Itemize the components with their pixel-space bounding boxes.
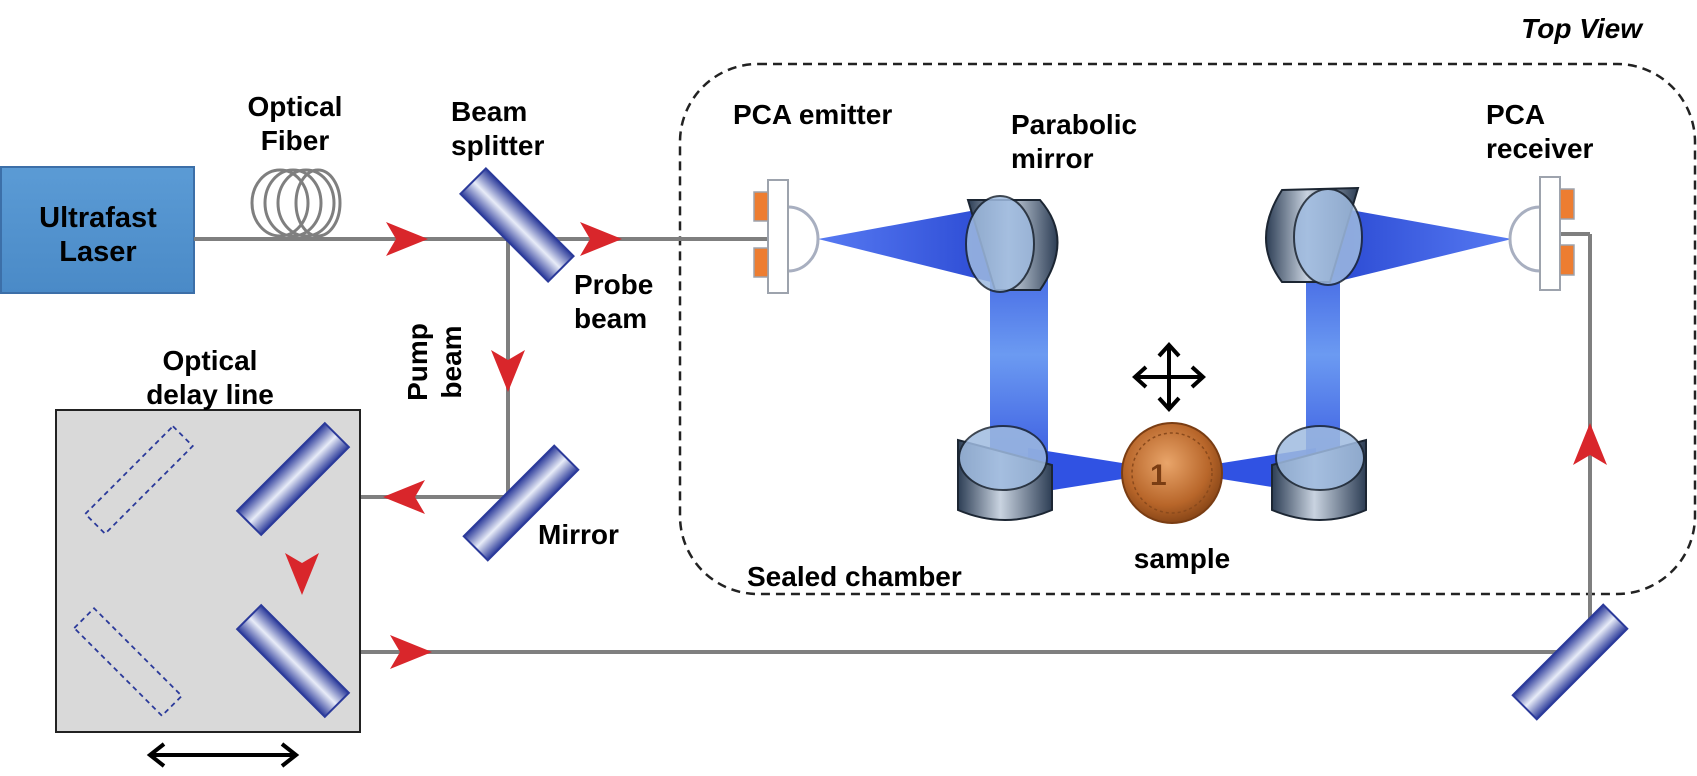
beam-splitter-label-line1: Beam: [451, 96, 527, 127]
optical-fiber-label-line1: Optical: [248, 91, 343, 122]
pump-mirror: [462, 444, 580, 562]
delay-mirror-top: [235, 421, 351, 537]
beam-splitter-label-line2: splitter: [451, 130, 544, 161]
double-headed-arrow-icon: [146, 742, 300, 768]
parabolic-mirror-label-line1: Parabolic: [1011, 109, 1137, 140]
pca-emitter-label: PCA emitter: [733, 99, 892, 130]
parabolic-mirror-label-line2: mirror: [1011, 143, 1094, 174]
receiver-mirror: [1511, 603, 1629, 721]
svg-text:1: 1: [1150, 459, 1167, 492]
probe-beam-label-line1: Probe: [574, 269, 653, 300]
parabolic-mirror-top-left: [965, 195, 1059, 293]
optical-fiber-coil-icon: [250, 168, 342, 238]
pca-emitter: [753, 179, 820, 294]
laser-label-line2: Laser: [59, 236, 136, 268]
ultrafast-laser-box: [0, 166, 195, 294]
arrow-down-delay: [285, 553, 319, 595]
arrow-right-1: [386, 222, 428, 256]
four-way-arrow-icon: [1132, 342, 1206, 412]
arrow-left-pump: [383, 480, 425, 514]
sample-label: sample: [1134, 543, 1231, 574]
mirror-label: Mirror: [538, 519, 619, 550]
beam-direction-arrows: [285, 222, 1607, 669]
arrow-up-receiver: [1573, 423, 1607, 465]
sealed-chamber-outline: [678, 62, 1697, 596]
pump-beam-label-line2: beam: [436, 325, 467, 398]
parabolic-mirror-bottom-left: [957, 425, 1053, 521]
pca-receiver: [1508, 176, 1575, 291]
parabolic-mirror-top-right: [1265, 186, 1363, 286]
sealed-chamber-label: Sealed chamber: [747, 561, 962, 592]
pca-receiver-label-line1: PCA: [1486, 99, 1545, 130]
pump-beam-label-line1: Pump: [402, 323, 433, 401]
probe-beam-label-line2: beam: [574, 303, 647, 334]
delay-mirror-bottom: [235, 603, 351, 719]
laser-label-line1: Ultrafast: [39, 202, 157, 234]
beam-splitter: [459, 167, 575, 283]
delay-line-label-line2: delay line: [146, 379, 274, 410]
optical-fiber-label-line2: Fiber: [261, 125, 330, 156]
arrow-right-2: [580, 222, 622, 256]
sample-coin: 1: [1121, 422, 1223, 524]
view-title: Top View: [1521, 13, 1644, 44]
arrow-right-bottom: [390, 635, 432, 669]
parabolic-mirror-bottom-right: [1271, 425, 1367, 521]
pca-receiver-label-line2: receiver: [1486, 133, 1594, 164]
arrow-down-pump: [491, 350, 525, 392]
delay-line-label-line1: Optical: [163, 345, 258, 376]
